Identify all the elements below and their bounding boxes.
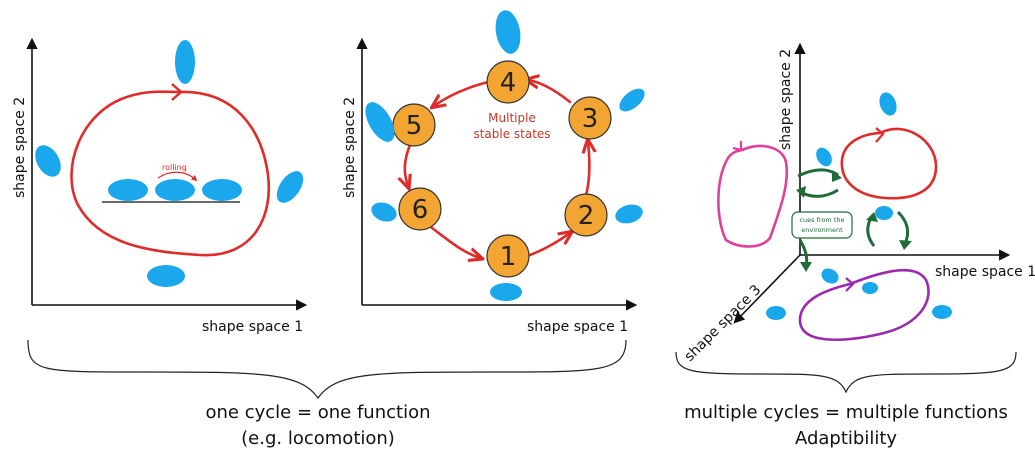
cues-label-line1: cues from the [799, 216, 844, 224]
robot-shape [155, 179, 195, 201]
locomotion-cycle [70, 90, 271, 257]
red-cycle-arrow [875, 127, 885, 143]
y-axis-label: shape space 2 [778, 49, 794, 150]
robot-shape [816, 147, 832, 167]
right-caption-line2: Adaptibility [795, 428, 897, 449]
right-brace [675, 351, 1017, 394]
x-axis-label: shape space 1 [527, 319, 628, 335]
robot-shape [276, 171, 304, 203]
state-label: 5 [406, 111, 423, 141]
x-axis-label: shape space 1 [202, 319, 303, 335]
cues-box [791, 211, 853, 239]
robot-shape [615, 204, 643, 224]
robot-shape [875, 206, 893, 220]
center-label-line2: stable states [473, 127, 550, 141]
robot-shape [495, 10, 521, 54]
robot-shape [490, 283, 522, 301]
robot-shape [371, 202, 397, 222]
robot-shape [35, 145, 61, 177]
state-node: 1 [486, 234, 530, 278]
pink-cycle-arrow [732, 141, 743, 152]
left-caption-line1: one cycle = one function [205, 402, 430, 423]
z-axis [733, 254, 801, 324]
state-label: 3 [582, 104, 599, 134]
left-caption-line2: (e.g. locomotion) [241, 428, 395, 449]
transition-2-3 [586, 142, 589, 197]
robot-shape [879, 92, 897, 116]
robot-shape [862, 282, 878, 294]
robot-shape [202, 179, 242, 201]
cue-arrow [896, 210, 910, 245]
x-axis-label: shape space 1 [935, 264, 1035, 280]
state-node: 2 [564, 193, 608, 237]
left-brace [27, 339, 627, 400]
panel-multiple-cycles: shape space 2 shape space 1 shape space … [682, 42, 1035, 365]
robot-shape [821, 268, 839, 284]
purple-cycle [798, 268, 930, 341]
y-axis-label: shape space 2 [12, 97, 28, 198]
state-node: 4 [486, 60, 530, 104]
y-axis-label: shape space 2 [342, 97, 358, 198]
panel-one-cycle: shape space 2 shape space 1 rolling [12, 37, 308, 335]
robot-shape [147, 265, 185, 287]
red-cycle [840, 127, 938, 200]
transition-1-2 [528, 233, 570, 257]
rolling-label: rolling [162, 163, 187, 172]
cue-arrows [796, 168, 912, 272]
robot-shape [766, 306, 786, 320]
cues-label-line2: environment [801, 226, 843, 234]
state-label: 6 [412, 195, 429, 225]
rolling-arrow [157, 171, 198, 182]
robot-shape [932, 305, 952, 319]
robot-shape [108, 179, 148, 201]
transition-4-5 [434, 80, 490, 106]
state-label: 2 [578, 201, 595, 231]
center-label-line1: Multiple [488, 111, 536, 125]
state-node: 6 [398, 187, 442, 231]
right-caption-line1: multiple cycles = multiple functions [684, 402, 1008, 423]
state-node: 5 [392, 103, 436, 147]
robot-shape [175, 40, 195, 84]
state-label: 4 [500, 68, 517, 98]
transition-6-1 [430, 226, 480, 258]
robot-shape [365, 102, 395, 142]
transition-5-6 [405, 143, 410, 186]
cycle-direction-arrow [171, 83, 183, 101]
z-axis-label: shape space 3 [682, 282, 765, 365]
transition-3-4 [528, 80, 572, 104]
purple-cycle-arrow [845, 277, 855, 292]
panel-multiple-states: shape space 2 shape space 1 4 3 5 6 2 [342, 10, 645, 335]
state-label: 1 [500, 242, 517, 272]
cue-arrow [799, 188, 839, 198]
pink-cycle [717, 144, 789, 248]
state-node: 3 [568, 96, 612, 140]
robot-shape [619, 88, 645, 112]
